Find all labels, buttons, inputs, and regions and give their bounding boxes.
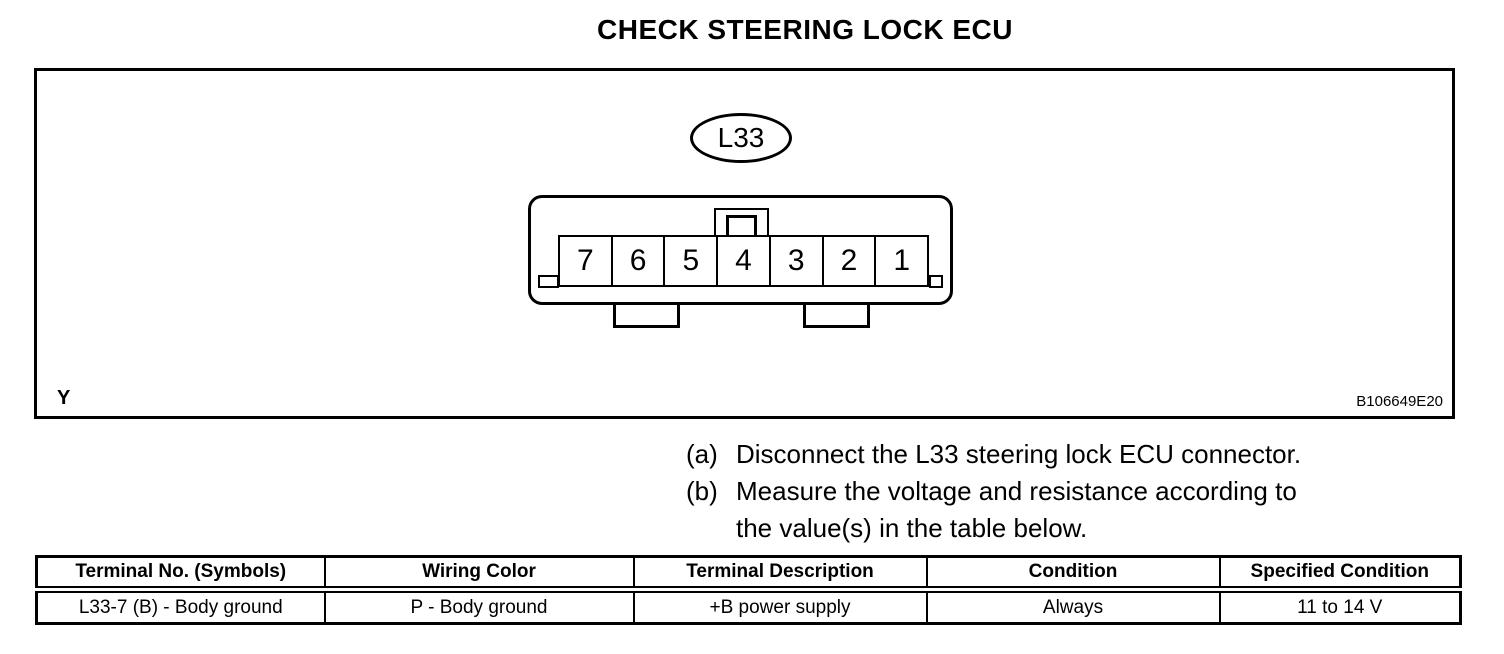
connector-id-ellipse: L33 — [690, 113, 792, 163]
instruction-label-a: (a) — [686, 439, 718, 469]
instruction-b-line-1: Measure the voltage and resistance accor… — [736, 476, 1297, 506]
instruction-label-b: (b) — [686, 476, 718, 506]
terminal-spec-table: Terminal No. (Symbols) Wiring Color Term… — [35, 555, 1462, 625]
header-terminal-description: Terminal Description — [632, 555, 928, 593]
table-header-row: Terminal No. (Symbols) Wiring Color Term… — [35, 555, 1462, 593]
cell-terminal-description: +B power supply — [632, 588, 928, 625]
header-specified-condition: Specified Condition — [1218, 555, 1462, 593]
cell-wiring-color: P - Body ground — [323, 588, 635, 625]
instruction-item-a: (a) Disconnect the L33 steering lock ECU… — [686, 436, 1416, 473]
connector-notch-left-icon — [538, 275, 559, 288]
instructions-list: (a) Disconnect the L33 steering lock ECU… — [686, 436, 1416, 547]
figure-code: B106649E20 — [1356, 393, 1443, 410]
connector-figure: L33 7 6 5 4 3 2 1 Y B106649E20 — [34, 68, 1455, 419]
connector-notch-right-icon — [929, 275, 943, 288]
pin-cell-6: 6 — [610, 237, 664, 285]
connector-lock-tab-inner-icon — [726, 215, 757, 236]
connector-leg-right-icon — [803, 302, 870, 328]
instruction-text-a: Disconnect the L33 steering lock ECU con… — [736, 436, 1416, 473]
pin-cell-2: 2 — [821, 237, 875, 285]
header-condition: Condition — [925, 555, 1221, 593]
connector-leg-left-icon — [613, 302, 680, 328]
header-terminal-no: Terminal No. (Symbols) — [35, 555, 326, 593]
figure-corner-label: Y — [57, 387, 71, 409]
pin-cell-1: 1 — [874, 237, 927, 285]
connector-lock-tab-outer-icon — [714, 208, 769, 236]
pin-cell-4: 4 — [716, 237, 769, 285]
instruction-text-b: Measure the voltage and resistance accor… — [736, 473, 1416, 547]
instruction-a-line-1: Disconnect the L33 steering lock ECU con… — [736, 439, 1302, 469]
pin-cell-5: 5 — [663, 237, 716, 285]
cell-terminal-no: L33-7 (B) - Body ground — [35, 588, 326, 625]
pin-cell-7: 7 — [577, 244, 594, 277]
table-row: L33-7 (B) - Body ground P - Body ground … — [35, 588, 1462, 625]
pin-cell-3: 3 — [768, 237, 822, 285]
cell-specified-condition: 11 to 14 V — [1218, 588, 1462, 625]
instruction-item-b: (b) Measure the voltage and resistance a… — [686, 473, 1416, 547]
header-wiring-color: Wiring Color — [323, 555, 635, 593]
page-title: CHECK STEERING LOCK ECU — [597, 14, 1013, 45]
cell-condition: Always — [925, 588, 1221, 625]
pin-row: 7 6 5 4 3 2 1 — [558, 235, 929, 287]
connector-id-label: L33 — [717, 122, 765, 153]
instruction-b-line-2: the value(s) in the table below. — [736, 513, 1088, 543]
